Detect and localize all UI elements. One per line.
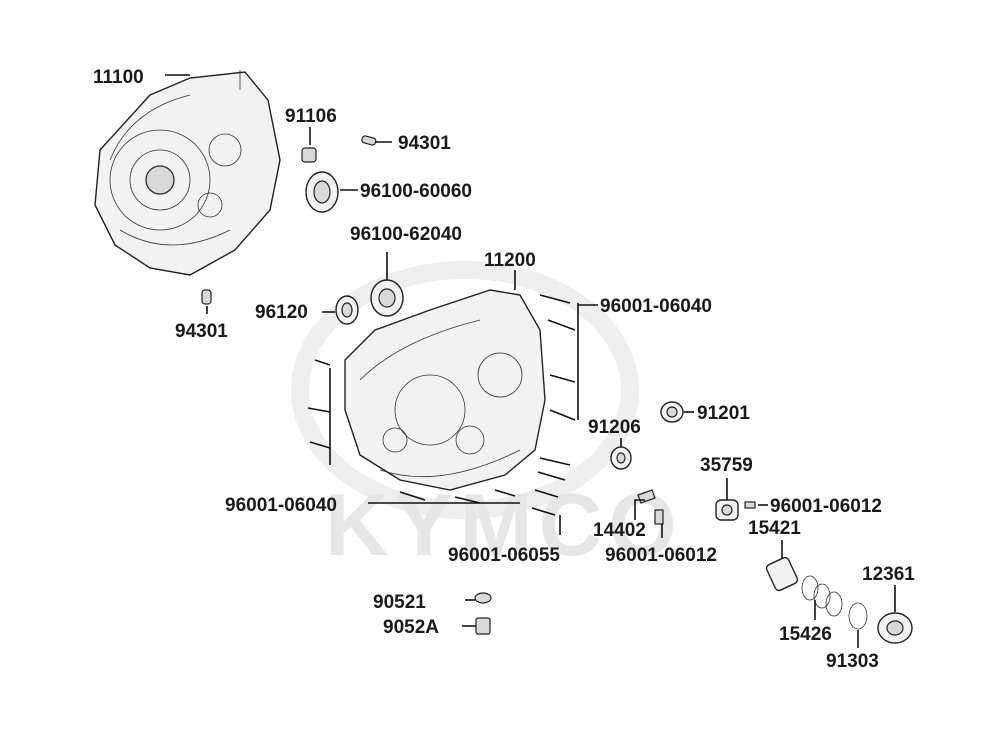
bolt-96001-06012b: [654, 509, 664, 525]
bearing-91106: [301, 147, 317, 163]
callout-90521: 90521: [373, 592, 426, 613]
callout-96100-60060: 96100-60060: [360, 181, 472, 202]
callout-15421: 15421: [748, 518, 801, 539]
cover-35759: [715, 499, 739, 521]
callout-96001-06040: 96001-06040: [225, 495, 337, 516]
bearing-96100-62040: [370, 279, 404, 317]
bolt-group-96001-06040-right: [539, 294, 576, 421]
callout-9052A: 9052A: [383, 617, 439, 638]
bolt-96001-06012a: [744, 501, 756, 509]
seal-96100-60060: [305, 171, 339, 213]
callout-12361: 12361: [862, 564, 915, 585]
seal-91206: [610, 446, 632, 470]
seal-91201: [660, 401, 684, 423]
plug-12361: [877, 612, 913, 644]
callout-91303: 91303: [826, 651, 879, 672]
callout-96120: 96120: [255, 302, 308, 323]
spring-15426: [801, 575, 843, 617]
callout-94301: 94301: [398, 133, 451, 154]
callout-94301: 94301: [175, 321, 228, 342]
callout-96001-06040: 96001-06040: [600, 296, 712, 317]
callout-35759: 35759: [700, 455, 753, 476]
callout-14402: 14402: [593, 520, 646, 541]
pin-94301b: [201, 289, 212, 305]
callout-96001-06055: 96001-06055: [448, 545, 560, 566]
strainer-15421: [765, 556, 799, 592]
seal-96120: [335, 295, 359, 325]
bolt-9052A: [475, 617, 491, 635]
callout-91106: 91106: [285, 106, 337, 127]
pin-94301a: [361, 135, 377, 146]
callout-11100: 11100: [93, 67, 144, 88]
callout-15426: 15426: [779, 624, 832, 645]
callout-91206: 91206: [588, 417, 641, 438]
callout-96001-06012: 96001-06012: [770, 496, 882, 517]
callout-11200: 11200: [484, 250, 536, 271]
bolt-group-96001-06055: [531, 457, 571, 516]
leader-lines: [165, 74, 896, 648]
oring-91303: [848, 602, 868, 630]
callout-96001-06012: 96001-06012: [605, 545, 717, 566]
washer-90521: [474, 592, 492, 604]
right-crankcase-part: [344, 289, 546, 491]
callout-96100-62040: 96100-62040: [350, 224, 462, 245]
callout-91201: 91201: [697, 403, 750, 424]
left-crankcase-part: [94, 70, 281, 276]
bolt-group-96001-06040-left: [307, 359, 516, 504]
